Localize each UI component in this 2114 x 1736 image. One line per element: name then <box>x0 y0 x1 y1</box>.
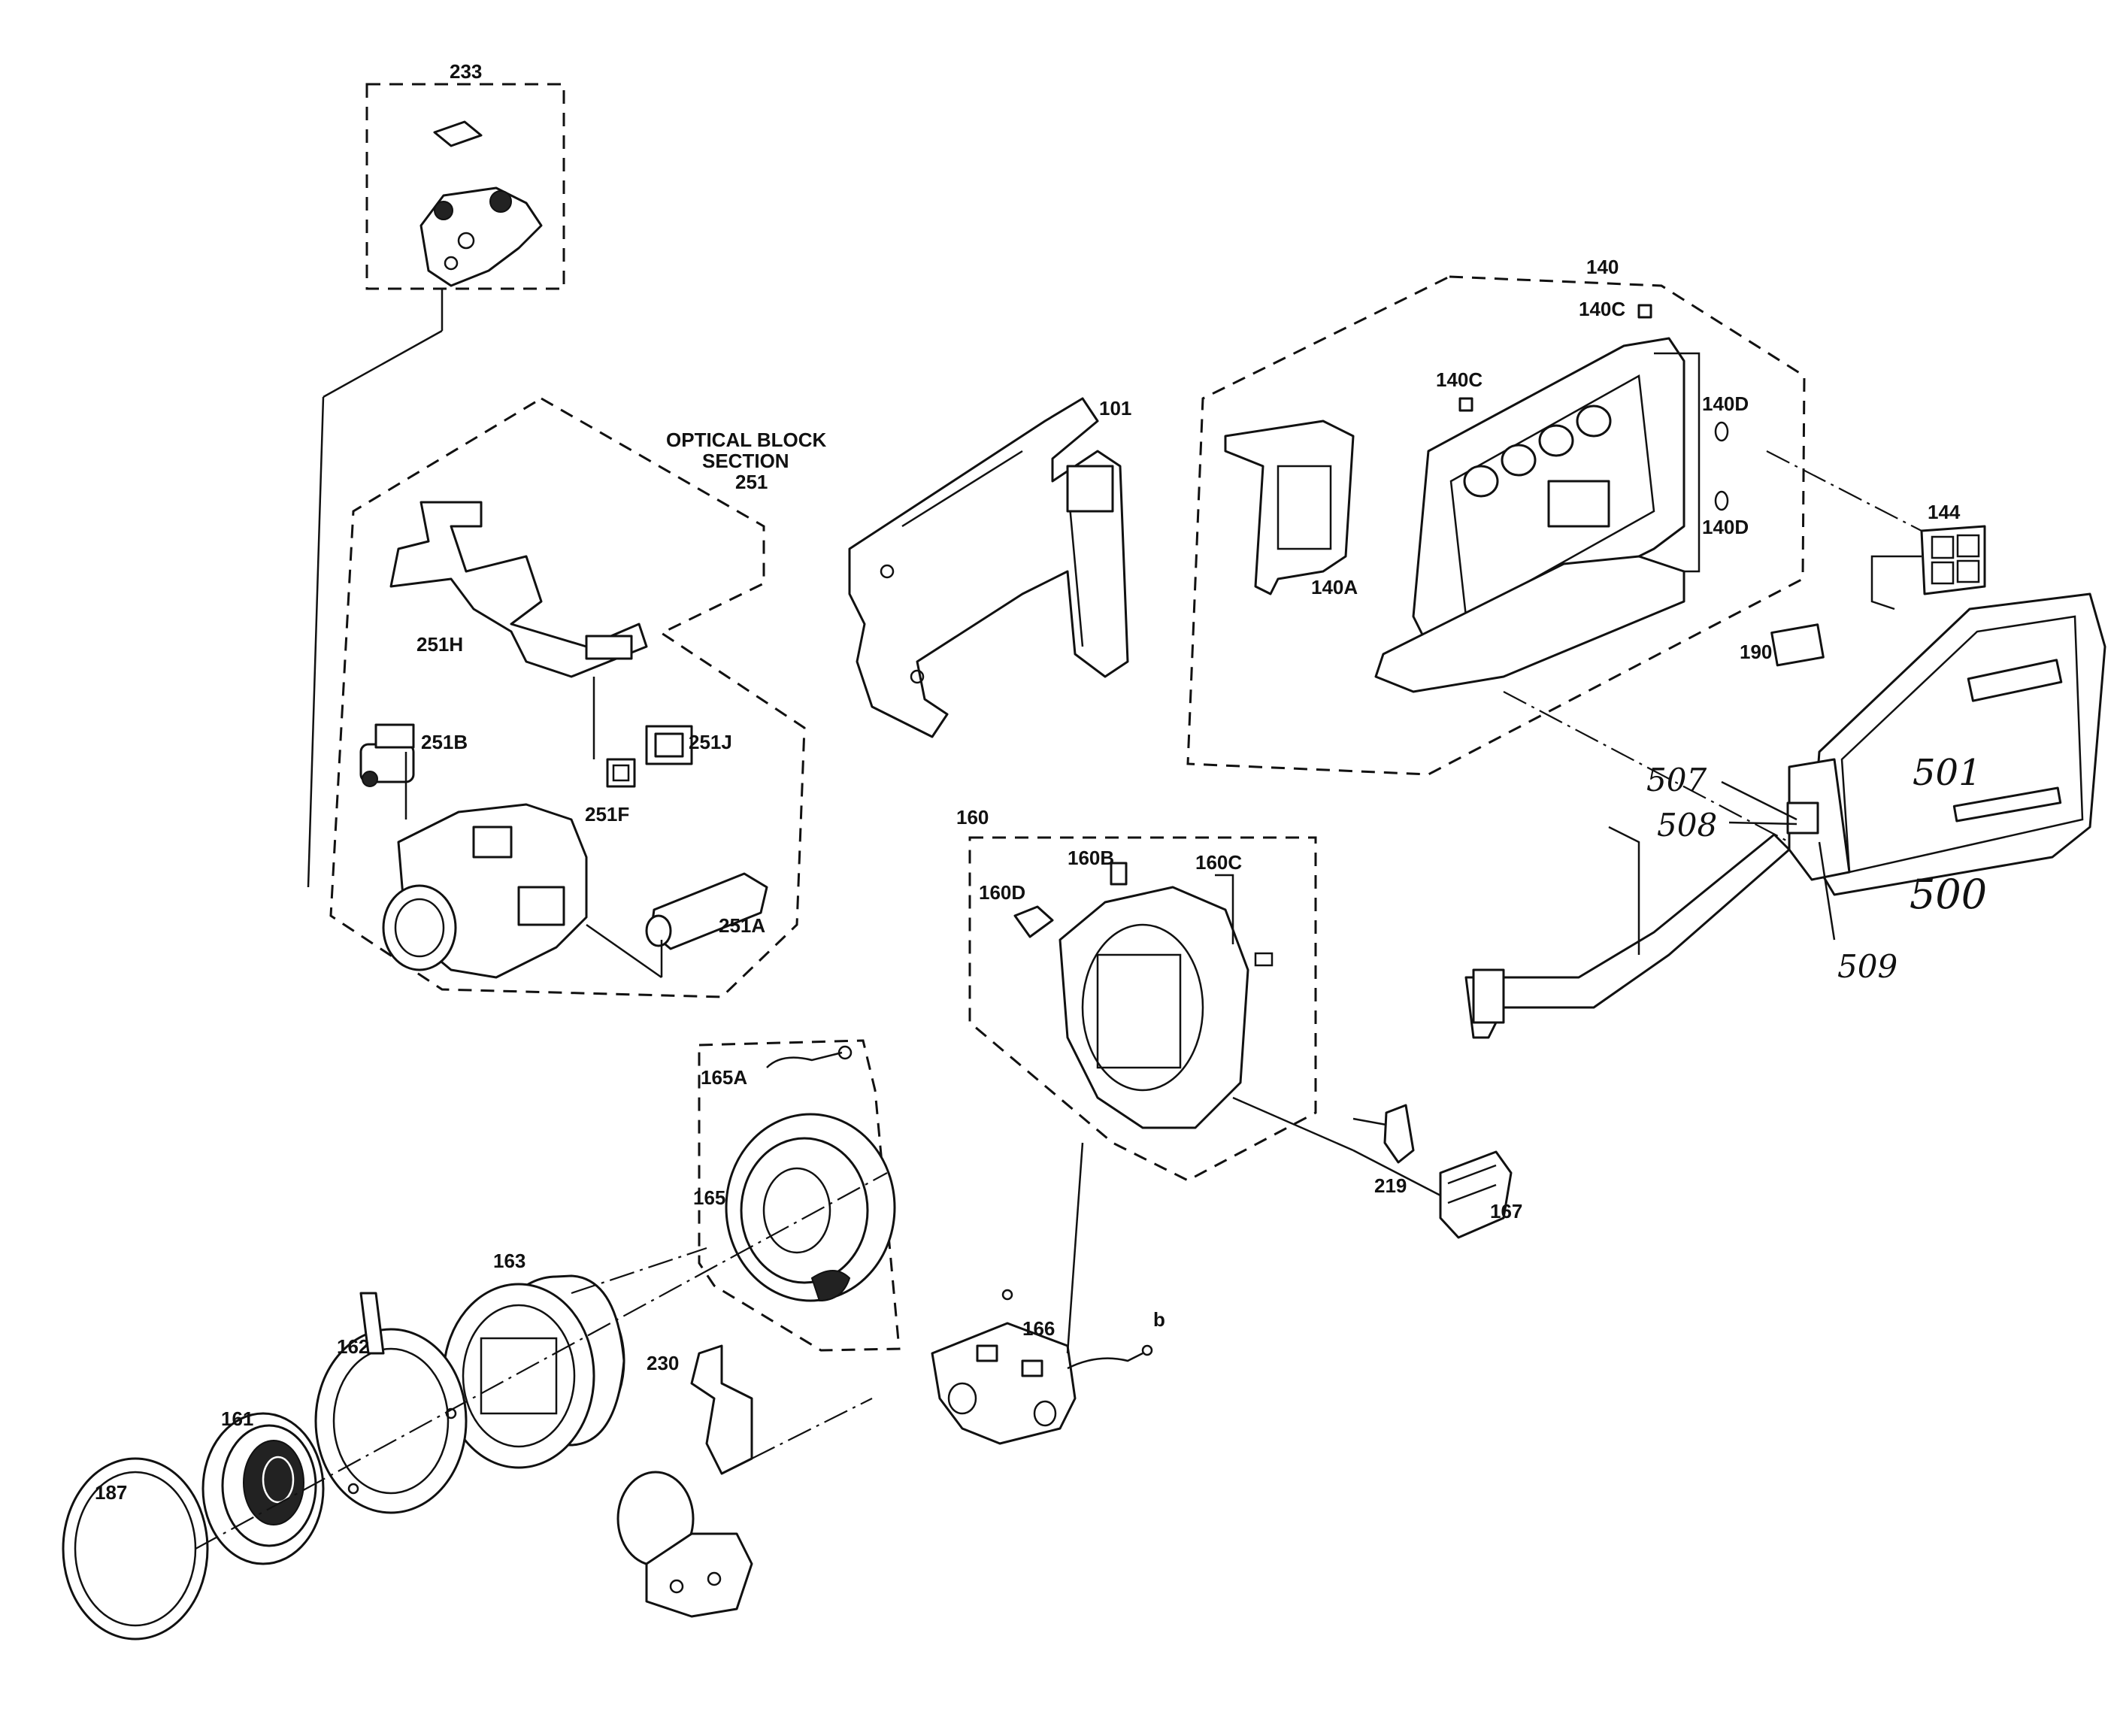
callout-230: 230 <box>647 1352 679 1374</box>
callout-219: 219 <box>1374 1174 1407 1197</box>
part-163 <box>442 1274 625 1469</box>
callout-251: 251 <box>735 471 768 493</box>
callout-144: 144 <box>1928 501 1961 523</box>
assembly-233 <box>307 83 565 888</box>
callout-b: b <box>1153 1308 1165 1331</box>
callout-251J: 251J <box>689 731 732 753</box>
callout-160D: 160D <box>979 881 1025 904</box>
callout-140A: 140A <box>1311 576 1358 598</box>
callout-140D-top: 140D <box>1702 392 1749 415</box>
part-166 <box>931 1142 1153 1445</box>
part-162 <box>314 1292 468 1514</box>
part-219 <box>1352 1104 1415 1164</box>
assembly-500 <box>1464 592 2106 1039</box>
callout-251A: 251A <box>719 914 765 937</box>
callout-140: 140 <box>1586 256 1619 278</box>
callout-501: 501 <box>1913 752 1982 794</box>
callout-160: 160 <box>956 806 989 829</box>
callout-optical-block-line1: OPTICAL BLOCK <box>666 429 827 451</box>
callout-165A: 165A <box>701 1066 747 1089</box>
callout-140C-top: 140C <box>1579 298 1625 320</box>
callout-233: 233 <box>450 60 482 83</box>
part-167 <box>1439 1150 1513 1239</box>
callout-190: 190 <box>1740 641 1772 663</box>
optical-block-section-251 <box>329 397 806 998</box>
part-190 <box>1770 623 1825 667</box>
callout-500: 500 <box>1910 871 1987 918</box>
callout-160B: 160B <box>1068 847 1114 869</box>
frame-101 <box>848 397 1129 738</box>
callout-101: 101 <box>1099 397 1131 420</box>
callout-optical-block-line2: SECTION <box>702 450 789 472</box>
assembly-165 <box>698 1039 901 1352</box>
callout-160C: 160C <box>1195 851 1242 874</box>
callout-162: 162 <box>337 1335 369 1358</box>
assembly-160 <box>968 836 1317 1182</box>
callout-167: 167 <box>1490 1200 1522 1222</box>
callout-140C: 140C <box>1436 368 1483 391</box>
assembly-140 <box>1186 275 1806 776</box>
part-230 <box>616 1344 753 1618</box>
callout-163: 163 <box>493 1250 525 1272</box>
callout-187: 187 <box>95 1481 127 1504</box>
callout-508: 508 <box>1657 807 1717 844</box>
callout-507: 507 <box>1646 762 1707 798</box>
callout-251B: 251B <box>421 731 468 753</box>
part-144 <box>1766 450 1986 610</box>
part-161 <box>201 1412 325 1565</box>
callout-140D-bottom: 140D <box>1702 516 1749 538</box>
callout-165: 165 <box>693 1186 725 1209</box>
callout-509: 509 <box>1837 948 1897 985</box>
callout-251F: 251F <box>585 803 629 826</box>
callout-251H: 251H <box>416 633 463 656</box>
callout-166: 166 <box>1022 1317 1055 1340</box>
part-187 <box>62 1457 209 1641</box>
callout-161: 161 <box>221 1407 253 1430</box>
